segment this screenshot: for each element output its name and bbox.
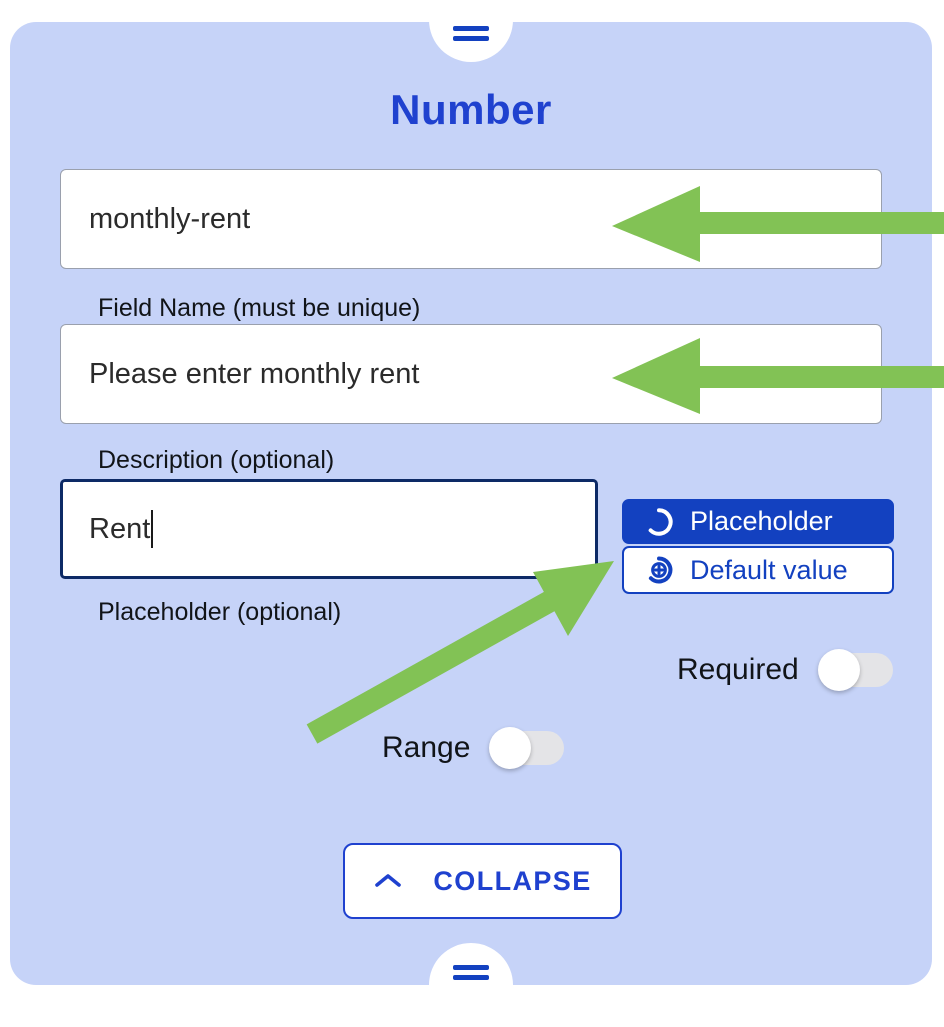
range-toggle-knob <box>489 727 532 769</box>
placeholder-mode-button[interactable]: Placeholder <box>622 499 894 544</box>
description-input[interactable]: Please enter monthly rent <box>60 324 882 424</box>
chevron-up-icon <box>375 874 402 887</box>
placeholder-input-value: Rent <box>89 512 151 545</box>
required-label: Required <box>677 653 799 686</box>
description-label: Description (optional) <box>98 446 335 474</box>
placeholder-mode-label: Placeholder <box>690 506 833 536</box>
circle-plus-dash-icon <box>648 556 673 584</box>
field-name-label: Field Name (must be unique) <box>98 294 421 322</box>
page-title: Number <box>390 86 552 133</box>
collapse-button[interactable]: COLLAPSE <box>343 843 622 919</box>
field-editor-panel: Number monthly-rent Field Name (must be … <box>10 0 932 1027</box>
required-toggle-knob <box>817 649 860 691</box>
collapse-button-label: COLLAPSE <box>433 865 592 896</box>
range-label: Range <box>382 731 471 764</box>
default-value-mode-label: Default value <box>690 554 848 585</box>
hamburger-icon <box>453 25 489 41</box>
text-cursor <box>151 510 154 548</box>
placeholder-input[interactable]: Rent <box>60 479 598 579</box>
placeholder-label: Placeholder (optional) <box>98 598 342 626</box>
drag-handle-bottom[interactable] <box>429 943 513 1027</box>
range-toggle[interactable] <box>489 727 565 769</box>
default-value-mode-button[interactable]: Default value <box>622 546 894 594</box>
required-toggle-row: Required <box>677 649 893 691</box>
circle-dash-icon <box>648 507 673 536</box>
hamburger-icon <box>453 964 489 980</box>
range-toggle-row: Range <box>382 727 565 769</box>
drag-handle-top[interactable] <box>429 0 513 62</box>
required-toggle[interactable] <box>817 649 893 691</box>
field-name-input[interactable]: monthly-rent <box>60 169 882 269</box>
